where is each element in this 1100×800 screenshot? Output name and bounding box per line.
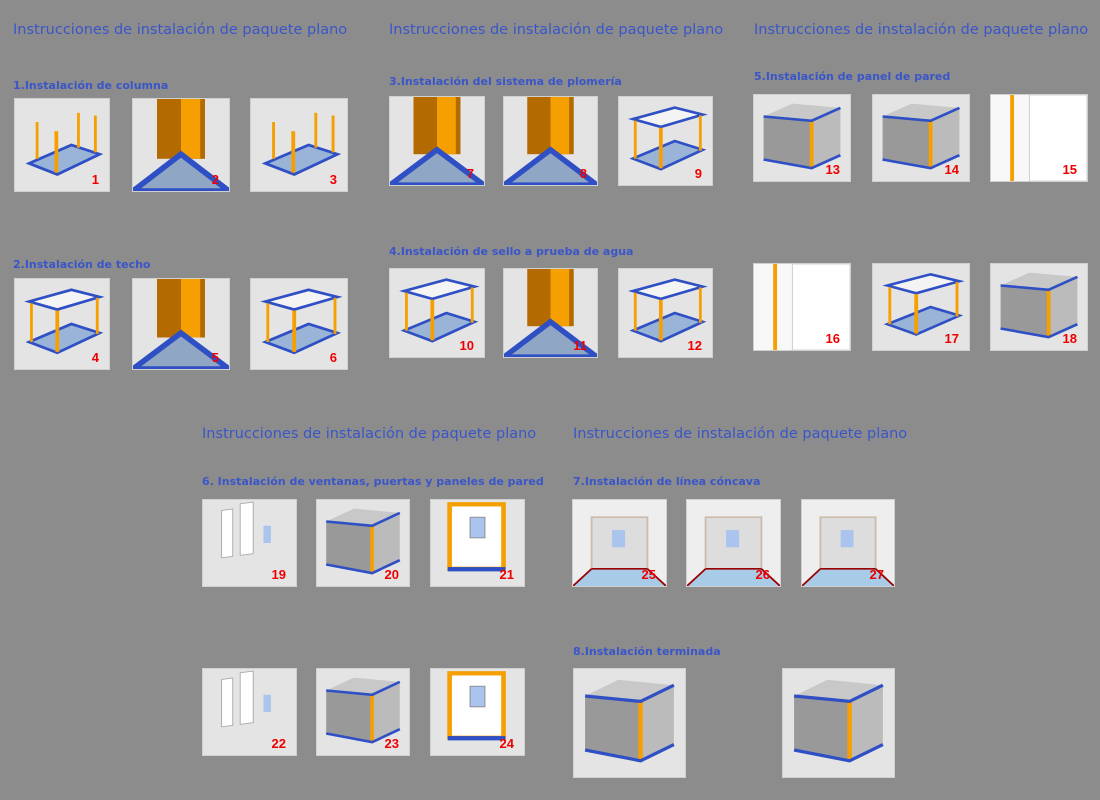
- illustration: [802, 500, 894, 586]
- finished-container-tile: [573, 668, 686, 778]
- step-tile: 17: [872, 263, 970, 351]
- step-tile: 24: [430, 668, 525, 756]
- step-tile: 23: [316, 668, 410, 756]
- illustration: [628, 278, 708, 343]
- step-number: 8: [579, 166, 587, 181]
- step-number: 17: [944, 331, 959, 346]
- illustration: [390, 97, 484, 185]
- illustration: [133, 279, 229, 369]
- step-number: 10: [459, 338, 474, 353]
- illustration: [1000, 272, 1079, 339]
- step-number: 3: [329, 172, 337, 187]
- header-4: Instrucciones de instalación de paquete …: [202, 426, 537, 442]
- step-tile: 26: [686, 499, 781, 587]
- section-2-title: 2.Instalación de techo: [13, 258, 151, 271]
- illustration: [687, 500, 780, 586]
- step-tile: 12: [618, 268, 713, 358]
- illustration: [573, 500, 666, 586]
- header-1: Instrucciones de instalación de paquete …: [13, 22, 348, 38]
- step-number: 7: [466, 166, 474, 181]
- section-8-title: 8.Instalación terminada: [573, 645, 721, 658]
- step-tile: 15: [990, 94, 1088, 182]
- step-number: 20: [384, 567, 399, 582]
- step-tile: 8: [503, 96, 598, 186]
- illustration: [25, 112, 104, 176]
- step-tile: 6: [250, 278, 348, 370]
- illustration: [763, 103, 842, 170]
- step-number: 24: [499, 736, 514, 751]
- step-number: 18: [1062, 331, 1077, 346]
- step-tile: 4: [14, 278, 110, 370]
- illustration: [754, 264, 850, 350]
- step-tile: 16: [753, 263, 851, 351]
- step-tile: 19: [202, 499, 297, 587]
- section-7-title: 7.Instalación de línea cóncava: [573, 475, 761, 488]
- section-3-title: 3.Instalación del sistema de plomería: [389, 75, 622, 88]
- step-tile: 3: [250, 98, 348, 192]
- illustration: [584, 679, 675, 763]
- illustration: [261, 112, 342, 176]
- step-tile: 7: [389, 96, 485, 186]
- step-number: 25: [641, 567, 656, 582]
- step-number: 16: [825, 331, 840, 346]
- step-number: 23: [384, 736, 399, 751]
- illustration: [504, 97, 597, 185]
- step-number: 4: [91, 350, 99, 365]
- step-tile: 21: [430, 499, 525, 587]
- illustration: [882, 103, 961, 170]
- step-tile: 2: [132, 98, 230, 192]
- step-number: 21: [499, 567, 514, 582]
- step-number: 13: [825, 162, 840, 177]
- illustration: [504, 269, 597, 357]
- step-tile: 5: [132, 278, 230, 370]
- illustration: [325, 677, 401, 744]
- illustration: [221, 670, 271, 728]
- section-4-title: 4.Instalación de sello a prueba de agua: [389, 245, 634, 258]
- step-tile: 27: [801, 499, 895, 587]
- step-number: 5: [211, 350, 219, 365]
- finished-container-tile: [782, 668, 895, 778]
- step-number: 14: [944, 162, 959, 177]
- step-tile: 1: [14, 98, 110, 192]
- step-tile: 13: [753, 94, 851, 182]
- step-number: 1: [91, 172, 99, 187]
- step-tile: 14: [872, 94, 970, 182]
- step-tile: 22: [202, 668, 297, 756]
- illustration: [260, 288, 343, 355]
- illustration: [628, 106, 708, 171]
- step-number: 6: [329, 350, 337, 365]
- step-number: 26: [755, 567, 770, 582]
- step-tile: 9: [618, 96, 713, 186]
- step-tile: 20: [316, 499, 410, 587]
- header-2: Instrucciones de instalación de paquete …: [389, 22, 724, 38]
- step-number: 22: [271, 736, 286, 751]
- illustration: [882, 272, 965, 336]
- header-5: Instrucciones de instalación de paquete …: [573, 426, 908, 442]
- section-1-title: 1.Instalación de columna: [13, 79, 169, 92]
- step-number: 2: [211, 172, 219, 187]
- illustration: [221, 501, 271, 559]
- step-tile: 11: [503, 268, 598, 358]
- step-number: 12: [687, 338, 702, 353]
- section-5-title: 5.Instalación de panel de pared: [754, 70, 951, 83]
- step-number: 15: [1062, 162, 1077, 177]
- illustration: [24, 288, 105, 355]
- header-3: Instrucciones de instalación de paquete …: [754, 22, 1089, 38]
- section-6-title: 6. Instalación de ventanas, puertas y pa…: [202, 475, 544, 488]
- illustration: [991, 95, 1087, 181]
- step-tile: 25: [572, 499, 667, 587]
- step-number: 9: [694, 166, 702, 181]
- step-number: 27: [869, 567, 884, 582]
- illustration: [325, 508, 401, 575]
- step-tile: 18: [990, 263, 1088, 351]
- illustration: [399, 278, 480, 343]
- illustration: [793, 679, 884, 763]
- step-number: 19: [271, 567, 286, 582]
- step-tile: 10: [389, 268, 485, 358]
- step-number: 11: [573, 338, 587, 353]
- illustration: [447, 671, 506, 741]
- illustration: [447, 502, 506, 572]
- illustration: [133, 99, 229, 191]
